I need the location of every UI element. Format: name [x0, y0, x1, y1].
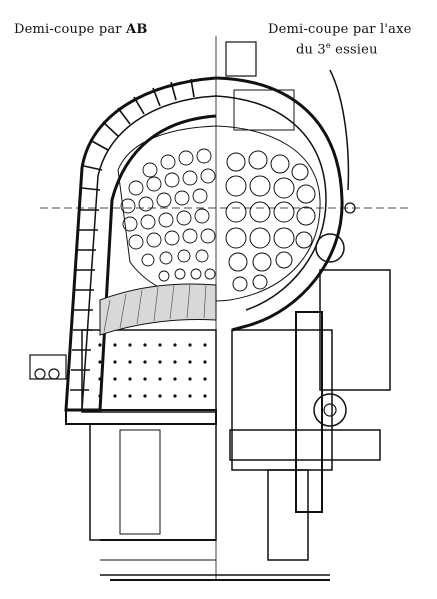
right-outer-shell	[215, 76, 344, 332]
dome-fitting	[315, 233, 345, 263]
staybolt-ribs	[70, 78, 195, 391]
tube-plate	[117, 125, 321, 302]
left-half-section-label: Demi-coupe par AB	[14, 22, 148, 37]
top-fitting	[225, 41, 257, 77]
wheel-hub	[313, 393, 347, 427]
side-housing	[319, 269, 391, 391]
frame-left-inner	[119, 429, 161, 535]
axle-column	[295, 311, 323, 513]
brick-arch-hatch	[99, 283, 217, 336]
left-label-text: Demi-coupe par	[14, 22, 127, 37]
valve-group	[233, 89, 295, 131]
spring-pack	[267, 469, 309, 561]
gauge-fitting	[29, 354, 67, 380]
firebox-lower	[81, 329, 217, 413]
right-half-section-label-line2: du 3e essieu	[296, 41, 378, 58]
tube-grid-right	[225, 150, 316, 292]
axle-box	[229, 429, 381, 461]
tube-grid-left	[120, 148, 216, 282]
left-label-ab: AB	[126, 22, 148, 37]
frame-left	[89, 423, 217, 541]
right-half-section-label-line1: Demi-coupe par l'axe	[268, 22, 412, 37]
right-inner-shell	[215, 95, 327, 311]
firebox-dots	[98, 343, 207, 398]
